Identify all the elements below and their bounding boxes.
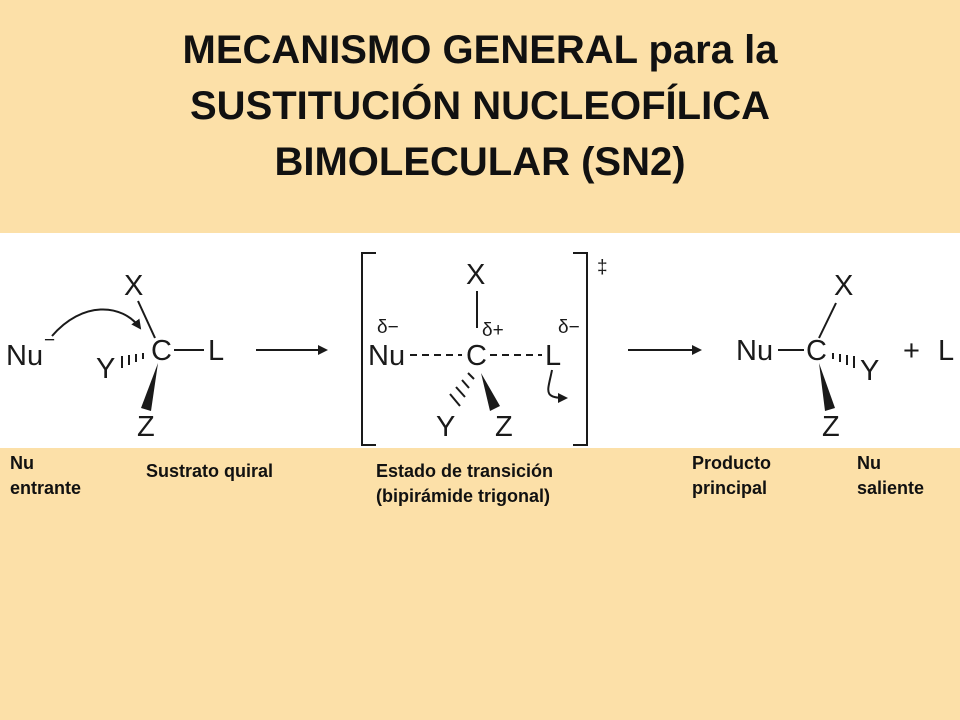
- title-line-1: MECANISMO GENERAL para la: [182, 28, 778, 72]
- reactant: Nu − X C L Y Z: [6, 270, 224, 443]
- ts-dagger: ‡: [597, 257, 608, 278]
- ts-x: X: [466, 259, 485, 291]
- slide-title: MECANISMO GENERAL para la SUSTITUCIÓN NU…: [0, 22, 960, 190]
- ts-wedge-bond-c-z: [481, 373, 500, 411]
- product-hashed-bond-c-y: [832, 353, 855, 368]
- label-sustrato-quiral: Sustrato quiral: [146, 461, 274, 481]
- bracket-left: [361, 252, 376, 446]
- title-line-2: SUSTITUCIÓN NUCLEOFÍLICA: [190, 84, 770, 128]
- product-wedge-bond-c-z: [819, 363, 835, 411]
- reactant-c: C: [151, 335, 172, 367]
- reactant-nu: Nu: [6, 340, 43, 372]
- hashed-bond-c-y: [121, 353, 144, 368]
- reactant-x: X: [124, 270, 143, 302]
- product-bond-c-x: [818, 302, 837, 339]
- reaction-scheme-svg: Nu − X C L Y Z ‡ X: [6, 252, 954, 446]
- bond-c-x: [137, 300, 156, 339]
- wedge-bond-c-z: [141, 363, 158, 411]
- ts-leaving-arrow: [547, 369, 568, 403]
- ts-delta-l: δ−: [558, 317, 580, 338]
- product-plus: +: [903, 335, 920, 367]
- ts-c: C: [466, 340, 487, 372]
- product: X Nu C Y Z + L: [736, 270, 954, 443]
- transition-state: ‡ X δ+ δ− Nu C δ− L Y Z: [361, 252, 608, 446]
- ts-delta-c: δ+: [482, 320, 504, 341]
- label-nu-entrante: Nu entrante: [10, 453, 82, 498]
- reactant-y: Y: [96, 353, 115, 385]
- ts-hashed-bond-c-y: [449, 372, 475, 407]
- title-line-3: BIMOLECULAR (SN2): [274, 140, 686, 184]
- reactant-z: Z: [137, 411, 155, 443]
- label-estado-transicion: Estado de transición (bipirámide trigona…: [376, 461, 554, 506]
- ts-nu: Nu: [368, 340, 405, 372]
- product-x: X: [834, 270, 853, 302]
- ts-delta-nu: δ−: [377, 317, 399, 338]
- ts-z: Z: [495, 411, 513, 443]
- reaction-scheme: Nu − X C L Y Z ‡ X: [0, 233, 960, 448]
- product-c: C: [806, 335, 827, 367]
- product-nu: Nu: [736, 335, 773, 367]
- leaving-group-l: L: [938, 335, 954, 367]
- product-y: Y: [860, 355, 879, 387]
- bracket-right: [573, 252, 588, 446]
- reactant-l: L: [208, 335, 224, 367]
- attack-arrow: [51, 308, 142, 337]
- label-producto-principal: Producto principal: [692, 453, 771, 498]
- reactant-nu-charge: −: [44, 330, 55, 351]
- ts-l: L: [545, 340, 561, 372]
- product-z: Z: [822, 411, 840, 443]
- label-nu-saliente: Nu saliente: [857, 453, 925, 498]
- ts-y: Y: [436, 411, 455, 443]
